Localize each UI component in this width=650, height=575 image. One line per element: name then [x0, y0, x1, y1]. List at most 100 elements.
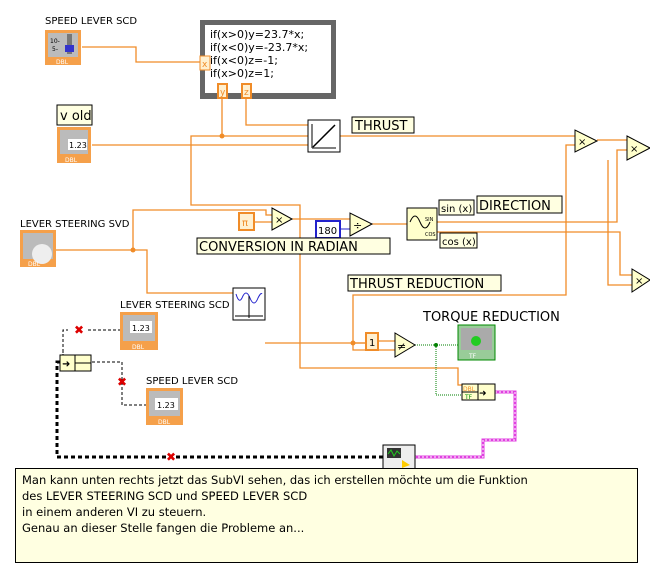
svg-text:180: 180 [318, 226, 337, 237]
not-equal-node[interactable]: ≠ [394, 332, 416, 358]
led-icon [471, 336, 481, 346]
svg-text:cos (x): cos (x) [442, 237, 476, 248]
speed-lever-scd-label: SPEED LEVER SCD [45, 16, 137, 27]
svg-text:DBL: DBL [158, 419, 171, 426]
svg-text:x: x [202, 60, 208, 70]
wire-cluster-unbundle[interactable] [55, 360, 383, 459]
speed-lever-scd-indicator[interactable]: 1.23 DBL [146, 388, 183, 426]
svg-text:THRUST: THRUST [354, 119, 408, 134]
svg-text:π: π [242, 218, 248, 229]
v-old-label: v old [56, 104, 93, 126]
svg-text:10-: 10- [50, 38, 60, 45]
wire-speed-to-x[interactable] [82, 46, 200, 63]
svg-text:×: × [578, 137, 586, 148]
divide-node[interactable]: ÷ [349, 212, 374, 237]
wire-sin[interactable] [437, 149, 627, 223]
multiply-node[interactable]: × [271, 207, 294, 231]
direction-label: DIRECTION [476, 195, 563, 214]
ramp-function-icon[interactable] [307, 119, 341, 153]
lever-steering-svd-control[interactable]: DBL [20, 230, 56, 268]
wire-y[interactable] [221, 98, 308, 137]
vertical-slider-icon [67, 34, 72, 54]
svg-text:TF: TF [468, 353, 477, 360]
formula-output-y [217, 83, 228, 99]
comment-line: Genau an dieser Stelle fangen die Proble… [22, 521, 305, 535]
subvi-icon[interactable] [382, 444, 416, 470]
svg-text:5-: 5- [52, 46, 58, 53]
broken-wire-2[interactable] [92, 361, 146, 406]
pi-constant[interactable]: π [238, 212, 255, 231]
svg-text:if(x>0)z=1;: if(x>0)z=1; [210, 67, 274, 80]
wire-y-branch[interactable] [190, 135, 222, 170]
wire-steer-up[interactable] [132, 209, 272, 250]
svg-text:÷: ÷ [353, 219, 362, 232]
svg-text:DIRECTION: DIRECTION [479, 199, 551, 214]
multiply-node[interactable]: × [626, 135, 650, 161]
svg-text:➜: ➜ [479, 389, 487, 399]
svg-text:×: × [630, 144, 638, 155]
wire-cos-b[interactable] [607, 160, 632, 286]
svg-text:sin (x): sin (x) [441, 204, 472, 215]
broken-wire-icon: ✖ [74, 323, 84, 337]
knob-icon [32, 244, 52, 264]
svg-text:≠: ≠ [397, 340, 406, 353]
formula-node[interactable]: if(x>0)y=23.7*x; if(x<0)y=-23.7*x; if(x<… [199, 20, 336, 99]
thrust-reduction-label: THRUST REDUCTION [347, 274, 502, 292]
formula-input-x [199, 55, 211, 71]
multiply-node[interactable]: × [574, 129, 599, 153]
wire-cluster[interactable] [415, 390, 517, 459]
waveform-icon[interactable] [232, 287, 266, 321]
svg-text:TF: TF [464, 394, 473, 401]
svg-text:CONVERSION IN RADIAN: CONVERSION IN RADIAN [199, 240, 358, 255]
svg-text:COS: COS [425, 232, 436, 238]
wire-bool-b[interactable] [435, 345, 462, 396]
svg-text:DBL: DBL [56, 59, 69, 66]
v-old-control[interactable]: 1.23 DBL [57, 127, 91, 164]
wire-steer[interactable] [45, 249, 233, 294]
svg-text:DBL: DBL [28, 261, 41, 268]
conversion-in-radian-label: CONVERSION IN RADIAN [196, 237, 391, 255]
svg-text:if(x>0)y=23.7*x;: if(x>0)y=23.7*x; [210, 28, 304, 41]
svg-text:v old: v old [60, 109, 92, 124]
svg-text:×: × [275, 215, 283, 226]
comment-line: in einem anderen VI zu steuern. [22, 505, 207, 519]
lever-steering-scd-label: LEVER STEERING SCD [120, 300, 230, 311]
sine-cosine-node[interactable]: SIN COS [406, 207, 438, 241]
formula-output-z [241, 83, 252, 99]
speed-lever-scd-control[interactable]: 10-5- DBL [45, 30, 81, 66]
speed-lever-scd-indicator-label: SPEED LEVER SCD [146, 376, 238, 387]
wires [45, 46, 632, 459]
torque-reduction-label: TORQUE REDUCTION [422, 310, 560, 325]
multiply-node[interactable]: × [631, 268, 650, 293]
svg-text:➜: ➜ [62, 359, 70, 370]
broken-wire-icon: ✖ [166, 450, 176, 464]
cos-label: cos (x) [439, 232, 478, 249]
svg-text:DBL: DBL [132, 344, 145, 351]
svg-text:if(x<0)y=-23.7*x;: if(x<0)y=-23.7*x; [210, 41, 308, 54]
constant-1[interactable]: 1 [365, 332, 379, 351]
svg-text:1.23: 1.23 [157, 401, 175, 410]
comment-line: Man kann unten rechts jetzt das SubVI se… [22, 473, 528, 487]
broken-wire-icon: ✖ [117, 375, 127, 389]
svg-text:×: × [635, 276, 643, 287]
svg-text:DBL: DBL [65, 157, 78, 164]
wire-z[interactable] [245, 98, 308, 126]
svg-text:THRUST REDUCTION: THRUST REDUCTION [349, 277, 484, 292]
svg-text:z: z [244, 88, 249, 98]
wire-y-down[interactable] [190, 170, 462, 386]
comment-line: des LEVER STEERING SCD und SPEED LEVER S… [22, 489, 308, 503]
unbundle-by-name-node[interactable]: ➜ [59, 354, 92, 372]
torque-reduction-indicator[interactable]: TF [457, 324, 496, 361]
wire-cos[interactable] [437, 231, 632, 276]
svg-text:1.23: 1.23 [132, 324, 150, 333]
constant-180[interactable]: 180 [315, 220, 341, 239]
thrust-label: THRUST [351, 116, 415, 134]
svg-text:DBL: DBL [463, 386, 476, 393]
lever-steering-svd-label: LEVER STEERING SVD [20, 219, 130, 230]
bundle-node[interactable]: DBL TF ➜ [461, 383, 496, 401]
lever-steering-scd-indicator[interactable]: 1.23 DBL [120, 312, 158, 351]
svg-text:1.23: 1.23 [69, 141, 87, 150]
sin-label: sin (x) [438, 199, 475, 216]
svg-text:y: y [220, 88, 226, 98]
